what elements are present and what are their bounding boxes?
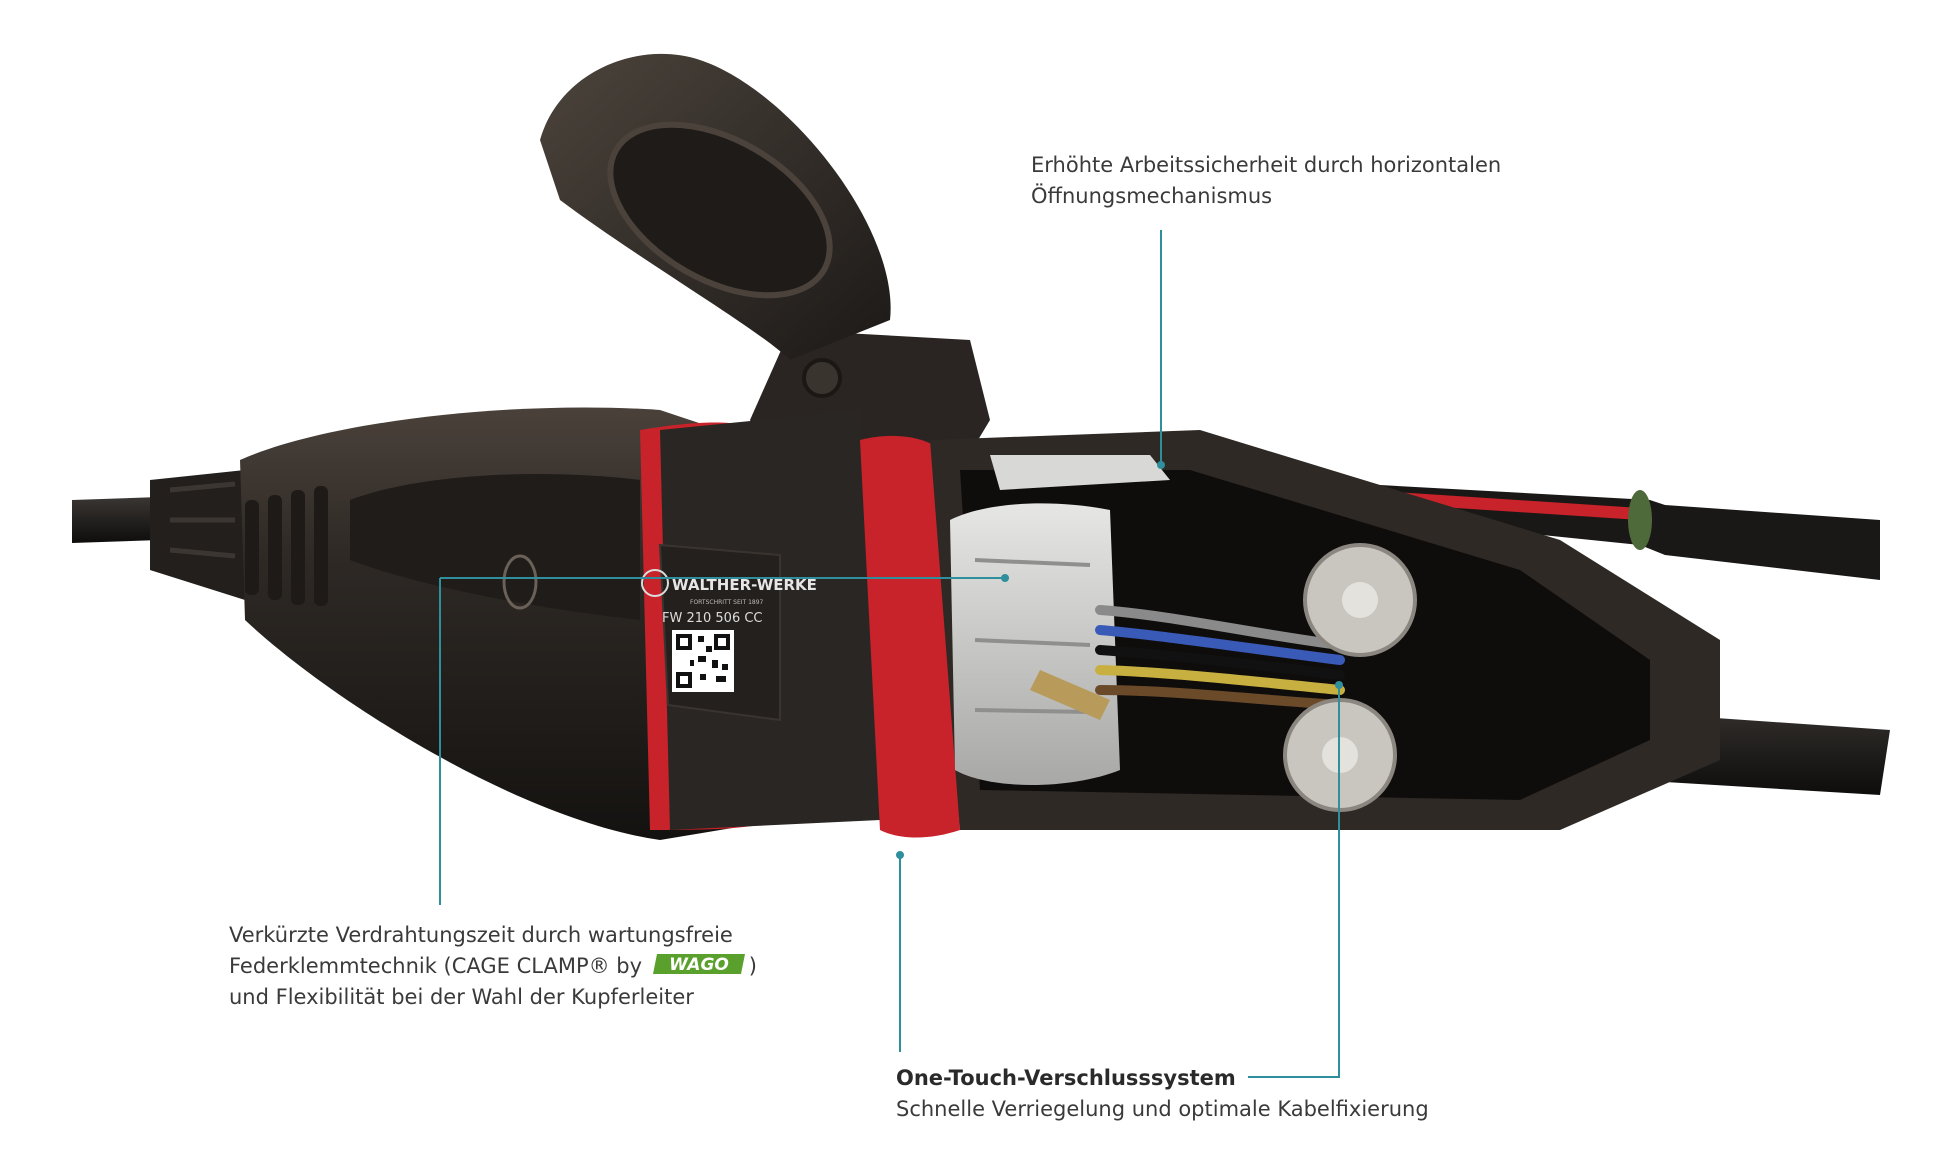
gear-cam-upper xyxy=(1303,543,1417,657)
brass-terminal xyxy=(1030,670,1110,720)
svg-text:WAGO: WAGO xyxy=(669,955,729,975)
annotation-text: Federklemmtechnik (CAGE CLAMP® by xyxy=(229,954,643,978)
strain-relief xyxy=(150,470,245,600)
nfc-mark xyxy=(502,554,538,610)
left-cable xyxy=(72,497,160,543)
annotation-one-touch: One-Touch-Verschlusssystem Schnelle Verr… xyxy=(896,1063,1429,1125)
brand-label-text: WALTHER-WERKE xyxy=(672,576,817,594)
grip-recess xyxy=(350,474,640,620)
latch-slider xyxy=(990,455,1170,490)
annotation-opening-mechanism: Erhöhte Arbeitssicherheit durch horizont… xyxy=(1031,150,1501,212)
annotation-line: Verkürzte Verdrahtungszeit durch wartung… xyxy=(229,923,733,947)
red-ring-rear xyxy=(860,435,960,838)
annotation-line: Erhöhte Arbeitssicherheit durch horizont… xyxy=(1031,153,1502,177)
green-ring xyxy=(1628,490,1652,550)
brand-tagline: FORTSCHRITT SEIT 1897 xyxy=(690,599,764,606)
hinge-pin xyxy=(802,358,842,398)
annotation-line: und Flexibilität bei der Wahl der Kupfer… xyxy=(229,985,694,1009)
cutaway-interior xyxy=(960,470,1650,800)
wago-logo-icon: WAGO xyxy=(652,954,745,975)
qr-code-icon xyxy=(672,630,734,692)
annotation-line: Öffnungsmechanismus xyxy=(1031,184,1273,208)
model-label: FW 210 506 CC xyxy=(662,611,763,626)
annotation-line: Schnelle Verriegelung und optimale Kabel… xyxy=(896,1097,1429,1121)
annotation-line: Federklemmtechnik (CAGE CLAMP® by WAGO ) xyxy=(229,951,757,982)
lid-inner xyxy=(607,121,833,299)
grip-ribs xyxy=(245,486,328,606)
leader-lines xyxy=(439,230,1340,1078)
walther-logo-icon xyxy=(641,569,669,597)
annotation-title: One-Touch-Verschlusssystem xyxy=(896,1066,1236,1090)
annotation-cage-clamp: Verkürzte Verdrahtungszeit durch wartung… xyxy=(229,920,757,1013)
annotation-text: ) xyxy=(748,954,757,978)
leader-dots xyxy=(896,461,1343,859)
wires xyxy=(1095,605,1345,710)
